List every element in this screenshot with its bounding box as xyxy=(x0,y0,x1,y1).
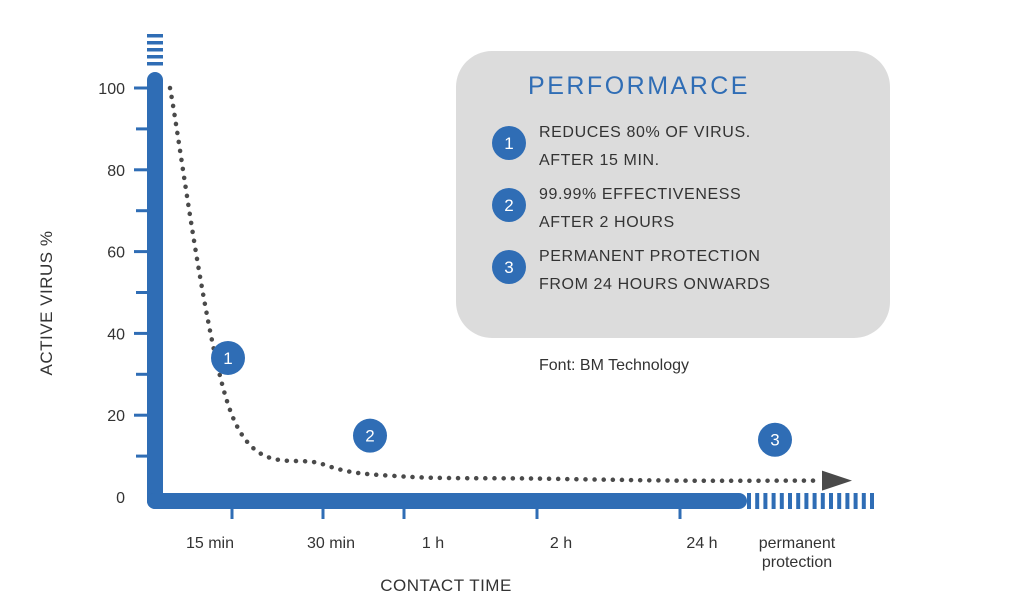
panel-items: 1 REDUCES 80% OF VIRUS. AFTER 15 MIN. 2 99.9… xyxy=(492,124,771,293)
y-minor-tick xyxy=(136,127,150,131)
x-tick-label: 15 min xyxy=(186,535,234,552)
chart-marker: 2 xyxy=(353,418,387,453)
y-major-tick xyxy=(134,331,148,335)
x-axis-dash xyxy=(820,493,825,509)
marker-number: 1 xyxy=(223,349,232,368)
y-tick-label: 20 xyxy=(107,408,125,425)
y-tick-label: 0 xyxy=(116,490,125,507)
x-axis-title: CONTACT TIME xyxy=(380,576,512,595)
x-axis-dash xyxy=(771,493,776,509)
chart-marker: 1 xyxy=(211,340,245,375)
panel-item-line2: AFTER 2 HOURS xyxy=(539,214,675,231)
x-axis-dash xyxy=(853,493,858,509)
x-tick-label: 30 min xyxy=(307,535,355,552)
panel-item: 2 99.99% EFFECTIVENESS AFTER 2 HOURS xyxy=(492,186,741,231)
marker-number: 3 xyxy=(770,431,779,450)
x-axis-dash xyxy=(812,493,817,509)
arrow-head xyxy=(822,470,852,491)
panel-item-line1: PERMANENT PROTECTION xyxy=(539,248,761,265)
x-tick-mark xyxy=(230,507,234,519)
x-axis-dash xyxy=(837,493,842,509)
curve-layer xyxy=(167,85,852,491)
panel-item-number: 1 xyxy=(504,134,513,153)
y-axis-dash xyxy=(147,34,163,38)
x-tick-label: 2 h xyxy=(550,535,572,552)
x-tick-mark xyxy=(321,507,325,519)
y-tick-label: 40 xyxy=(107,326,125,343)
font-note: Font: BM Technology xyxy=(539,357,689,374)
panel-item-line2: FROM 24 HOURS ONWARDS xyxy=(539,276,771,293)
y-major-tick xyxy=(134,250,148,254)
x-axis-dash xyxy=(747,493,751,509)
axes: 100 80 60 40 20 0 15 min 30 min 1 h 2 h 24 h perma… xyxy=(98,34,874,571)
marker-number: 2 xyxy=(365,427,374,446)
y-minor-tick xyxy=(136,372,150,376)
panel-item-badge xyxy=(492,250,526,284)
chart-marker: 3 xyxy=(758,422,792,457)
y-minor-tick xyxy=(136,291,150,294)
y-major-tick xyxy=(134,168,148,172)
panel-item-badge xyxy=(492,188,526,222)
y-axis-ticks: 100 80 60 40 20 0 xyxy=(98,81,150,507)
x-tick-label: 24 h xyxy=(686,535,717,552)
x-tick-mark xyxy=(402,507,406,519)
y-axis-dash xyxy=(147,62,163,66)
marker-circle xyxy=(353,418,387,453)
y-tick-label: 80 xyxy=(107,163,125,180)
y-axis-dash xyxy=(147,41,163,45)
y-axis-dash xyxy=(147,55,163,59)
y-minor-tick xyxy=(136,454,150,458)
panel-item: 1 REDUCES 80% OF VIRUS. AFTER 15 MIN. xyxy=(492,124,751,169)
y-axis-dash xyxy=(147,48,163,52)
y-major-tick xyxy=(134,86,148,90)
x-axis-dash xyxy=(796,493,801,509)
y-minor-tick xyxy=(136,209,150,213)
x-axis-dash xyxy=(763,493,768,509)
y-tick-label: 60 xyxy=(107,245,125,262)
panel-item-line1: REDUCES 80% OF VIRUS. xyxy=(539,124,751,141)
panel-item-badge xyxy=(492,126,526,160)
panel-item-line1: 99.99% EFFECTIVENESS xyxy=(539,186,741,203)
panel-background xyxy=(456,51,890,338)
x-axis-dash xyxy=(755,493,760,509)
x-axis-dash xyxy=(861,493,866,509)
x-axis-dash xyxy=(870,493,874,509)
x-axis-dash xyxy=(779,493,784,509)
data-series-line xyxy=(167,85,825,484)
chart-markers: 1 2 3 xyxy=(211,340,792,457)
performance-panel: PERFORMARCE 1 REDUCES 80% OF VIRUS. AFTER … xyxy=(456,51,890,338)
x-axis-line xyxy=(147,493,747,509)
panel-item-line2: AFTER 15 MIN. xyxy=(539,152,660,169)
marker-circle xyxy=(758,422,792,457)
y-axis-title: ACTIVE VIRUS % xyxy=(37,231,56,376)
y-major-tick xyxy=(134,413,148,417)
x-tick-mark xyxy=(535,507,539,519)
x-axis-dash xyxy=(829,493,833,509)
x-axis-dash xyxy=(804,493,809,509)
panel-title: PERFORMARCE xyxy=(528,72,750,100)
x-axis-dashes xyxy=(747,493,874,509)
panel-item: 3 PERMANENT PROTECTION FROM 24 HOURS ONWAR… xyxy=(492,248,771,293)
marker-circle xyxy=(211,340,245,375)
x-axis-dash xyxy=(845,493,850,509)
x-tick-label: 1 h xyxy=(422,535,444,552)
y-tick-label: 100 xyxy=(98,81,125,98)
y-axis-dashes xyxy=(147,34,163,66)
panel-item-number: 3 xyxy=(504,258,513,277)
x-tick-mark xyxy=(678,507,682,519)
x-axis-dash xyxy=(788,493,792,509)
panel-item-number: 2 xyxy=(504,196,513,215)
y-axis-line xyxy=(147,72,163,509)
